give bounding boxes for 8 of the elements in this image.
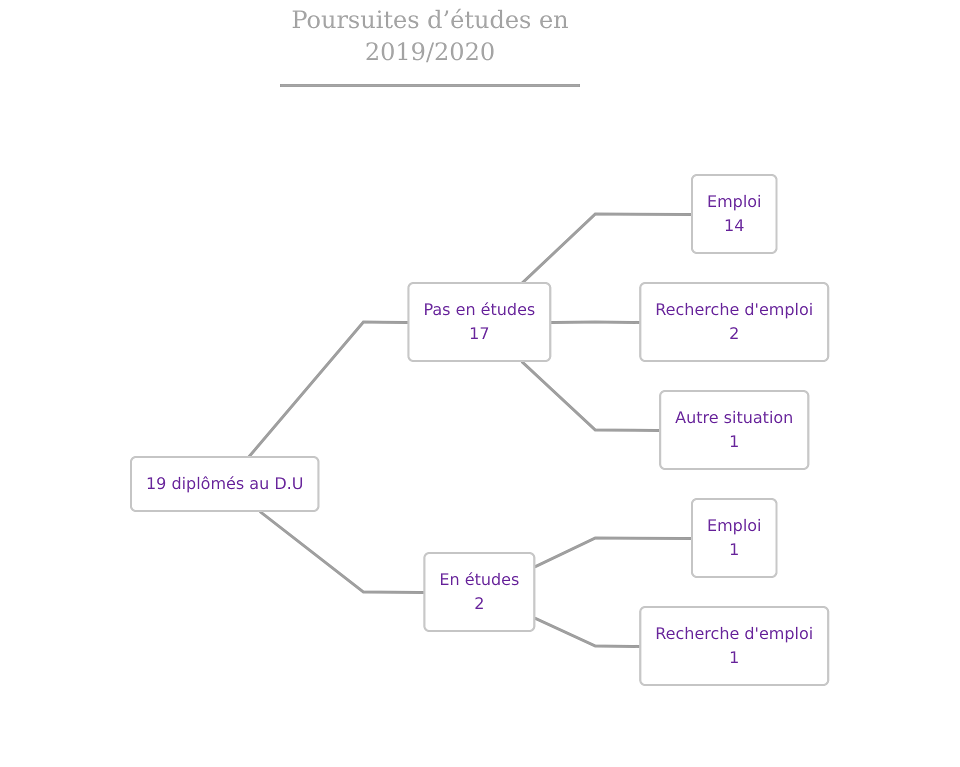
connector [534, 536, 693, 568]
connector [551, 320, 642, 324]
connector [248, 320, 410, 458]
connector [259, 510, 426, 594]
diagram-title: Poursuites d’études en 2019/2020 [280, 4, 580, 87]
connector [521, 360, 662, 432]
connector [534, 616, 642, 648]
connector [521, 212, 693, 285]
